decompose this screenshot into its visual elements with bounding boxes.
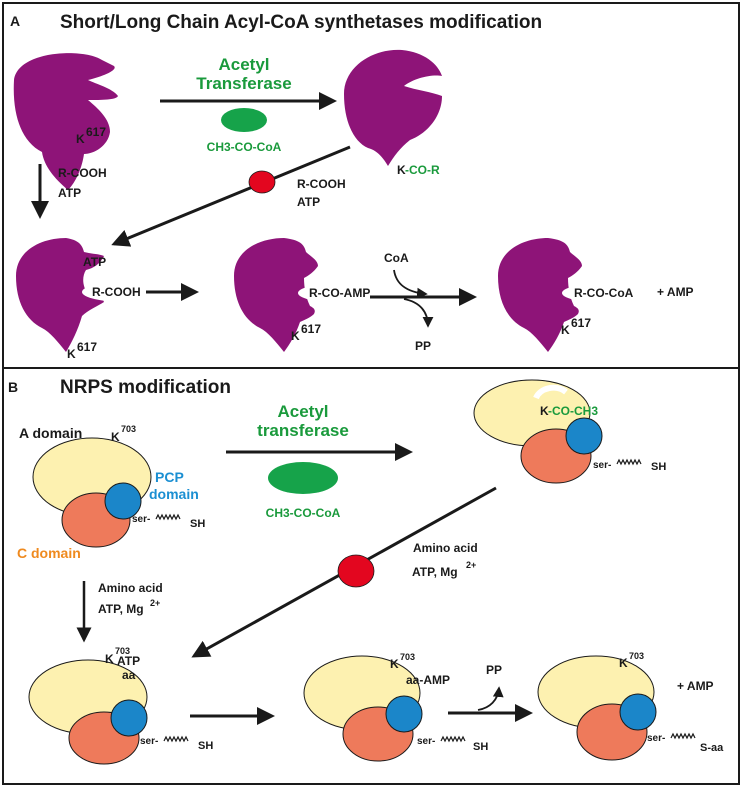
coa-label: CoA [384,251,409,265]
acs-coa-k: K [561,323,570,337]
acetyl-donor-label-b: CH3-CO-CoA [266,506,341,520]
bound-atp-b: ATP [117,654,140,668]
acs-amp-k: K [291,329,300,343]
acs-coa-protein [498,238,634,352]
blocked-arrow-a [111,145,351,247]
amino-acid-diag: Amino acid [413,541,478,555]
ser-label-1: ser- [132,514,150,525]
sh-label-4: SH [473,741,488,753]
intermediate-label-a: R-CO-AMP [309,286,370,300]
acs-amp-k-number: 617 [301,322,321,336]
pcp-domain [104,482,142,520]
nrps-amp-k-number: 703 [400,652,415,662]
nrps-aa-amp [303,655,423,762]
pp-out-arrow-a [403,298,434,328]
acs-rcooh-k: K [67,347,76,361]
acs-coa-k-number: 617 [571,316,591,330]
acetyl-transferase-enzyme-a [221,108,267,132]
product-label-a: R-CO-CoA [574,286,634,300]
nrps-acetylated-group: -CO-CH3 [548,404,598,418]
nrps-atp-k-number: 703 [115,646,130,656]
atp-mg-left: ATP, Mg [98,602,144,616]
substrate-label-a2: ATP [58,186,81,200]
nrps-native-k-number: 703 [121,424,136,434]
bound-rcooh-a: R-COOH [92,285,141,299]
pcp-label-1: PCP [155,469,184,485]
panel-a-letter: A [10,13,20,29]
acetyl-transferase-label-b2: transferase [257,421,349,440]
nrps-loaded-k-number: 703 [629,651,644,661]
ppant-arm-4 [440,735,466,743]
aa-amp-label: aa-AMP [406,673,450,687]
acetyl-transferase-label-a2: Transferase [196,74,291,93]
ser-label-3: ser- [140,736,158,747]
panel-b-title: NRPS modification [60,377,231,398]
sh-label-3: SH [198,740,213,752]
nrps-atp-k: K [105,652,114,666]
nrps-native-k: K [111,430,120,444]
ppant-arm-2 [616,458,642,466]
ppant-arm-5 [670,732,696,740]
a-domain-label: A domain [19,425,82,441]
nrps-native [32,437,152,548]
nrps-atp-bound [28,659,148,765]
s-aa-label: S-aa [700,742,724,754]
charge-left: 2+ [150,598,160,608]
panel-a-title: Short/Long Chain Acyl-CoA synthetases mo… [60,12,542,33]
binding-pocket [533,384,568,400]
bound-atp-a: ATP [83,255,106,269]
nrps-loaded [537,655,657,761]
pp-label-a: PP [415,339,431,353]
acs-native-protein [13,53,118,190]
acetyl-transferase-enzyme-b [268,462,338,494]
acs-acylated-group: -CO-R [405,163,440,177]
panel-b-border [2,367,740,785]
acs-native-k-number: 617 [86,125,106,139]
ser-label-4: ser- [417,736,435,747]
acs-rcooh-protein [16,238,170,352]
acs-acylated-protein [344,49,442,167]
charge-diag: 2+ [466,560,476,570]
bound-aa-b: aa [122,668,136,682]
sh-label-2: SH [651,461,666,473]
acetyl-donor-label-a: CH3-CO-CoA [207,140,282,154]
pcp-domain-acetylated [565,417,603,455]
acetyl-transferase-label-a1: Acetyl [218,55,269,74]
acs-acylated-k: K [397,163,406,177]
amp-label-b: + AMP [677,679,714,693]
nrps-acetylated [473,379,603,484]
coa-in-arrow [393,269,428,299]
ser-label-5: ser- [647,733,665,744]
nrps-amp-k: K [390,657,399,671]
acetyl-transferase-label-b1: Acetyl [277,402,328,421]
nrps-acetylated-k: K [540,404,549,418]
ppant-arm-3 [163,735,189,743]
acs-native-k: K [76,132,85,146]
substrate-diag-a2: ATP [297,195,320,209]
inhibition-dot-a [248,170,276,194]
sh-label-1: SH [190,518,205,530]
pcp-label-2: domain [149,486,199,502]
ppant-arm-1 [155,513,181,521]
atp-mg-diag: ATP, Mg [412,565,458,579]
amp-label-a: + AMP [657,285,694,299]
substrate-label-a1: R-COOH [58,166,107,180]
nrps-loaded-k: K [619,656,628,670]
pp-label-b: PP [486,663,502,677]
panel-b-letter: B [8,379,18,395]
inhibition-dot-b [337,554,375,588]
amino-acid-left: Amino acid [98,581,163,595]
substrate-diag-a1: R-COOH [297,177,346,191]
c-domain-label: C domain [17,545,81,561]
ser-label-2: ser- [593,460,611,471]
acs-amp-protein [234,238,370,352]
acs-rcooh-k-number: 617 [77,340,97,354]
pp-out-arrow-b [477,686,504,711]
